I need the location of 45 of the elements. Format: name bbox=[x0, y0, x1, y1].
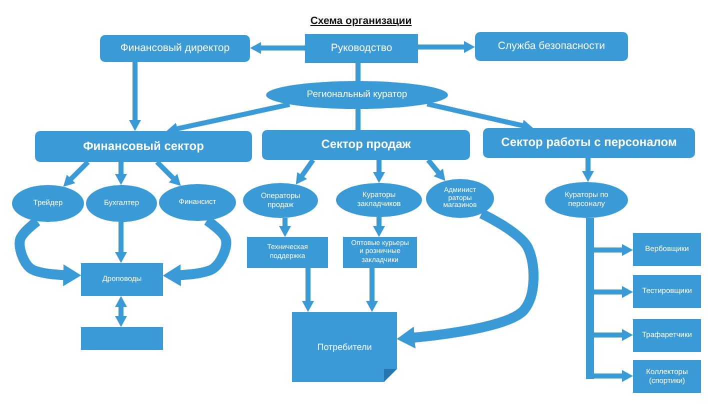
box bbox=[81, 327, 163, 350]
arrow bbox=[115, 222, 127, 263]
sector-box bbox=[35, 131, 252, 162]
role-box bbox=[247, 237, 328, 268]
node-label: Региональный куратор bbox=[306, 90, 408, 100]
note-box bbox=[292, 312, 397, 382]
arrow bbox=[373, 217, 385, 237]
role-box bbox=[100, 35, 250, 62]
role-ellipse bbox=[426, 179, 494, 218]
node-label: Сектор продаж bbox=[321, 138, 411, 152]
role-box bbox=[475, 32, 628, 61]
arrow bbox=[373, 160, 385, 183]
node-label: Служба безопасности bbox=[498, 40, 606, 53]
arrow bbox=[302, 268, 314, 312]
arrow bbox=[129, 62, 141, 131]
arrow bbox=[418, 41, 475, 53]
role-box bbox=[81, 263, 163, 296]
arrow bbox=[582, 158, 594, 182]
arrow bbox=[115, 162, 127, 185]
node-label: Потребители bbox=[317, 342, 372, 352]
arrow bbox=[426, 158, 446, 181]
connector-line bbox=[356, 63, 360, 81]
double-arrow bbox=[115, 296, 127, 327]
arrow bbox=[296, 158, 316, 185]
arrow bbox=[250, 42, 305, 54]
diagram-title: Схема организации bbox=[310, 15, 412, 27]
curved-arrow bbox=[396, 209, 538, 348]
node-label: Руководство bbox=[330, 42, 392, 55]
curved-arrow bbox=[14, 217, 82, 286]
role-box bbox=[343, 237, 417, 268]
management-box bbox=[305, 34, 418, 63]
role-box bbox=[633, 233, 701, 266]
role-box bbox=[633, 319, 701, 352]
arrow bbox=[366, 268, 378, 312]
node-label: Сектор работы с персоналом bbox=[501, 136, 677, 150]
node-label: Финансовый сектор bbox=[83, 140, 204, 154]
arrow bbox=[155, 160, 181, 186]
connector-line bbox=[356, 109, 360, 130]
sector-box bbox=[262, 130, 470, 160]
sector-box bbox=[483, 128, 695, 158]
role-box bbox=[633, 275, 701, 308]
node-label: Финансовый директор bbox=[120, 42, 230, 55]
role-box bbox=[633, 360, 701, 393]
arrow bbox=[279, 218, 291, 237]
arrow bbox=[63, 160, 90, 187]
